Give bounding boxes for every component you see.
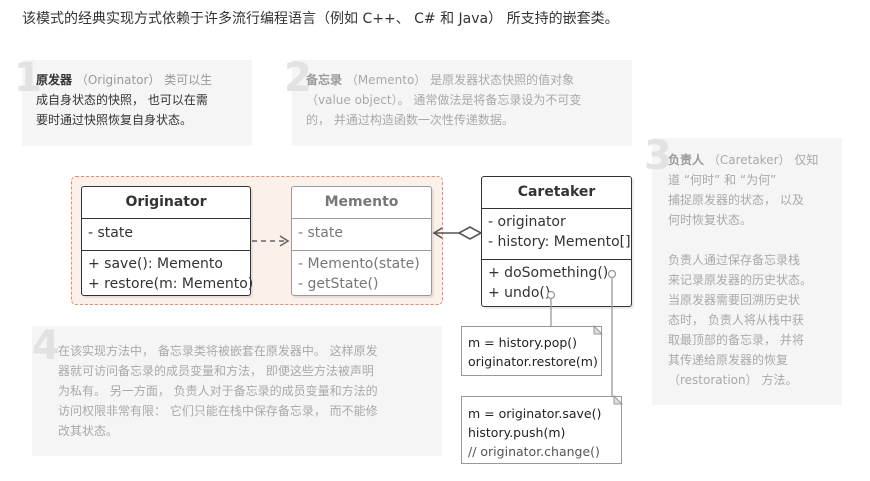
note-text: 备忘录 （Memento） 是原发器状态快照的值对象 （value object… [306,70,581,130]
code-line: history.push(m) [468,425,566,440]
note-line: 态时， 负责人将从栈中获 [668,313,804,327]
note-line: 备忘录 （Memento） 是原发器状态快照的值对象 [306,73,575,87]
note-line: 负责人 （Caretaker） 仅知 [668,153,819,167]
note-line: 何时恢复状态。 [668,213,753,227]
class-name: Originator [82,187,250,219]
note-line: 的， 并通过构造函数一次性传递数据。 [306,113,514,127]
class-method: + doSomething() [488,265,609,281]
class-fields: - state [292,219,431,250]
note-line: 取最顶部的备忘录， 并将 [668,333,804,347]
note-line: （restoration） 方法。 [668,373,798,387]
note-line: 来记录原发器的历史状态。 [668,273,813,287]
note-number: 1 [14,55,42,101]
code-line: originator.restore(m) [468,354,598,369]
do-something-code-note: m = originator.save() history.push(m) //… [461,396,622,464]
aggregation-diamond [457,226,483,240]
note-caretaker: 3 负责人 （Caretaker） 仅知 道 “何时” 和 “为何” 捕捉原发器… [644,136,842,405]
note-line: 负责人通过保存备忘录栈 [668,253,801,267]
note-text: 原发器 （Originator） 类可以生 成自身状态的快照， 也可以在需 要时… [36,70,212,130]
intro-text: 该模式的经典实现方式依赖于许多流行编程语言（例如 C++、 C# 和 Java）… [22,11,619,27]
memento-class: Memento - state - Memento(state) - getSt… [291,186,432,296]
note-memento: 2 备忘录 （Memento） 是原发器状态快照的值对象 （value obje… [284,58,632,146]
class-method: + restore(m: Memento) [88,276,254,292]
note-number: 3 [644,133,672,179]
note-line: （value object）。 通常做法是将备忘录设为不可变 [306,93,582,107]
class-field: - originator [488,214,566,230]
note-text: 负责人 （Caretaker） 仅知 道 “何时” 和 “为何” 捕捉原发器的状… [668,150,818,390]
class-field: - history: Memento[] [488,234,631,250]
note-line: 成自身状态的快照， 也可以在需 [36,93,208,107]
class-fields: - originator - history: Memento[] [482,209,631,259]
note-line: 改其状态。 [58,424,119,438]
note-number: 4 [32,323,60,369]
class-name: Memento [292,187,431,219]
note-line: 为私有。 另一方面， 负责人对于备忘录的成员变量和方法的 [58,384,378,398]
class-field: - state [88,225,133,241]
code-line: m = originator.save() [468,406,602,421]
note-number: 2 [284,55,312,101]
class-fields: - state [82,219,250,250]
code-line: // originator.change() [468,444,600,459]
note-line: 其传递给原发器的恢复 [668,353,789,367]
undo-code-note: m = history.pop() originator.restore(m) [461,326,602,376]
note-fold [613,394,624,405]
class-method: + save(): Memento [88,256,223,272]
class-methods: + doSomething() + undo() [482,259,631,306]
caretaker-class: Caretaker - originator - history: Mement… [481,176,632,307]
note-line: 要时通过快照恢复自身状态。 [36,113,193,127]
class-methods: + save(): Memento + restore(m: Memento) [82,250,254,297]
aggregation-arrowhead [432,227,443,239]
class-method: + undo() [488,285,551,301]
class-field: - state [298,225,343,241]
note-fold [593,324,604,335]
note-line: 当原发器需要回溯历史状 [668,293,801,307]
note-nested-class: 4 在该实现方法中， 备忘录类将被嵌套在原发器中。 这样原发 器就可访问备忘录的… [32,326,442,456]
note-line: 器就可访问备忘录的成员变量和方法， 即便这些方法被声明 [58,364,374,378]
dependency-arrowhead [279,235,290,247]
note-anchor [546,290,556,300]
note-line: 在该实现方法中， 备忘录类将被嵌套在原发器中。 这样原发 [58,344,378,358]
note-line: 道 “何时” 和 “为何” [668,173,777,187]
class-method: - getState() [298,276,379,292]
class-method: - Memento(state) [298,256,420,272]
note-anchor [607,269,617,279]
note-originator: 1 原发器 （Originator） 类可以生 成自身状态的快照， 也可以在需 … [14,58,252,146]
note-line: 原发器 （Originator） 类可以生 [36,73,213,87]
note-text: 在该实现方法中， 备忘录类将被嵌套在原发器中。 这样原发 器就可访问备忘录的成员… [58,341,378,441]
class-name: Caretaker [482,177,631,209]
note-line: 捕捉原发器的状态， 以及 [668,193,804,207]
class-methods: - Memento(state) - getState() [292,250,431,297]
note-line: 访问权限非常有限： 它们只能在栈中保存备忘录， 而不能修 [58,404,378,418]
originator-class: Originator - state + save(): Memento + r… [81,186,254,297]
code-line: m = history.pop() [468,335,578,350]
